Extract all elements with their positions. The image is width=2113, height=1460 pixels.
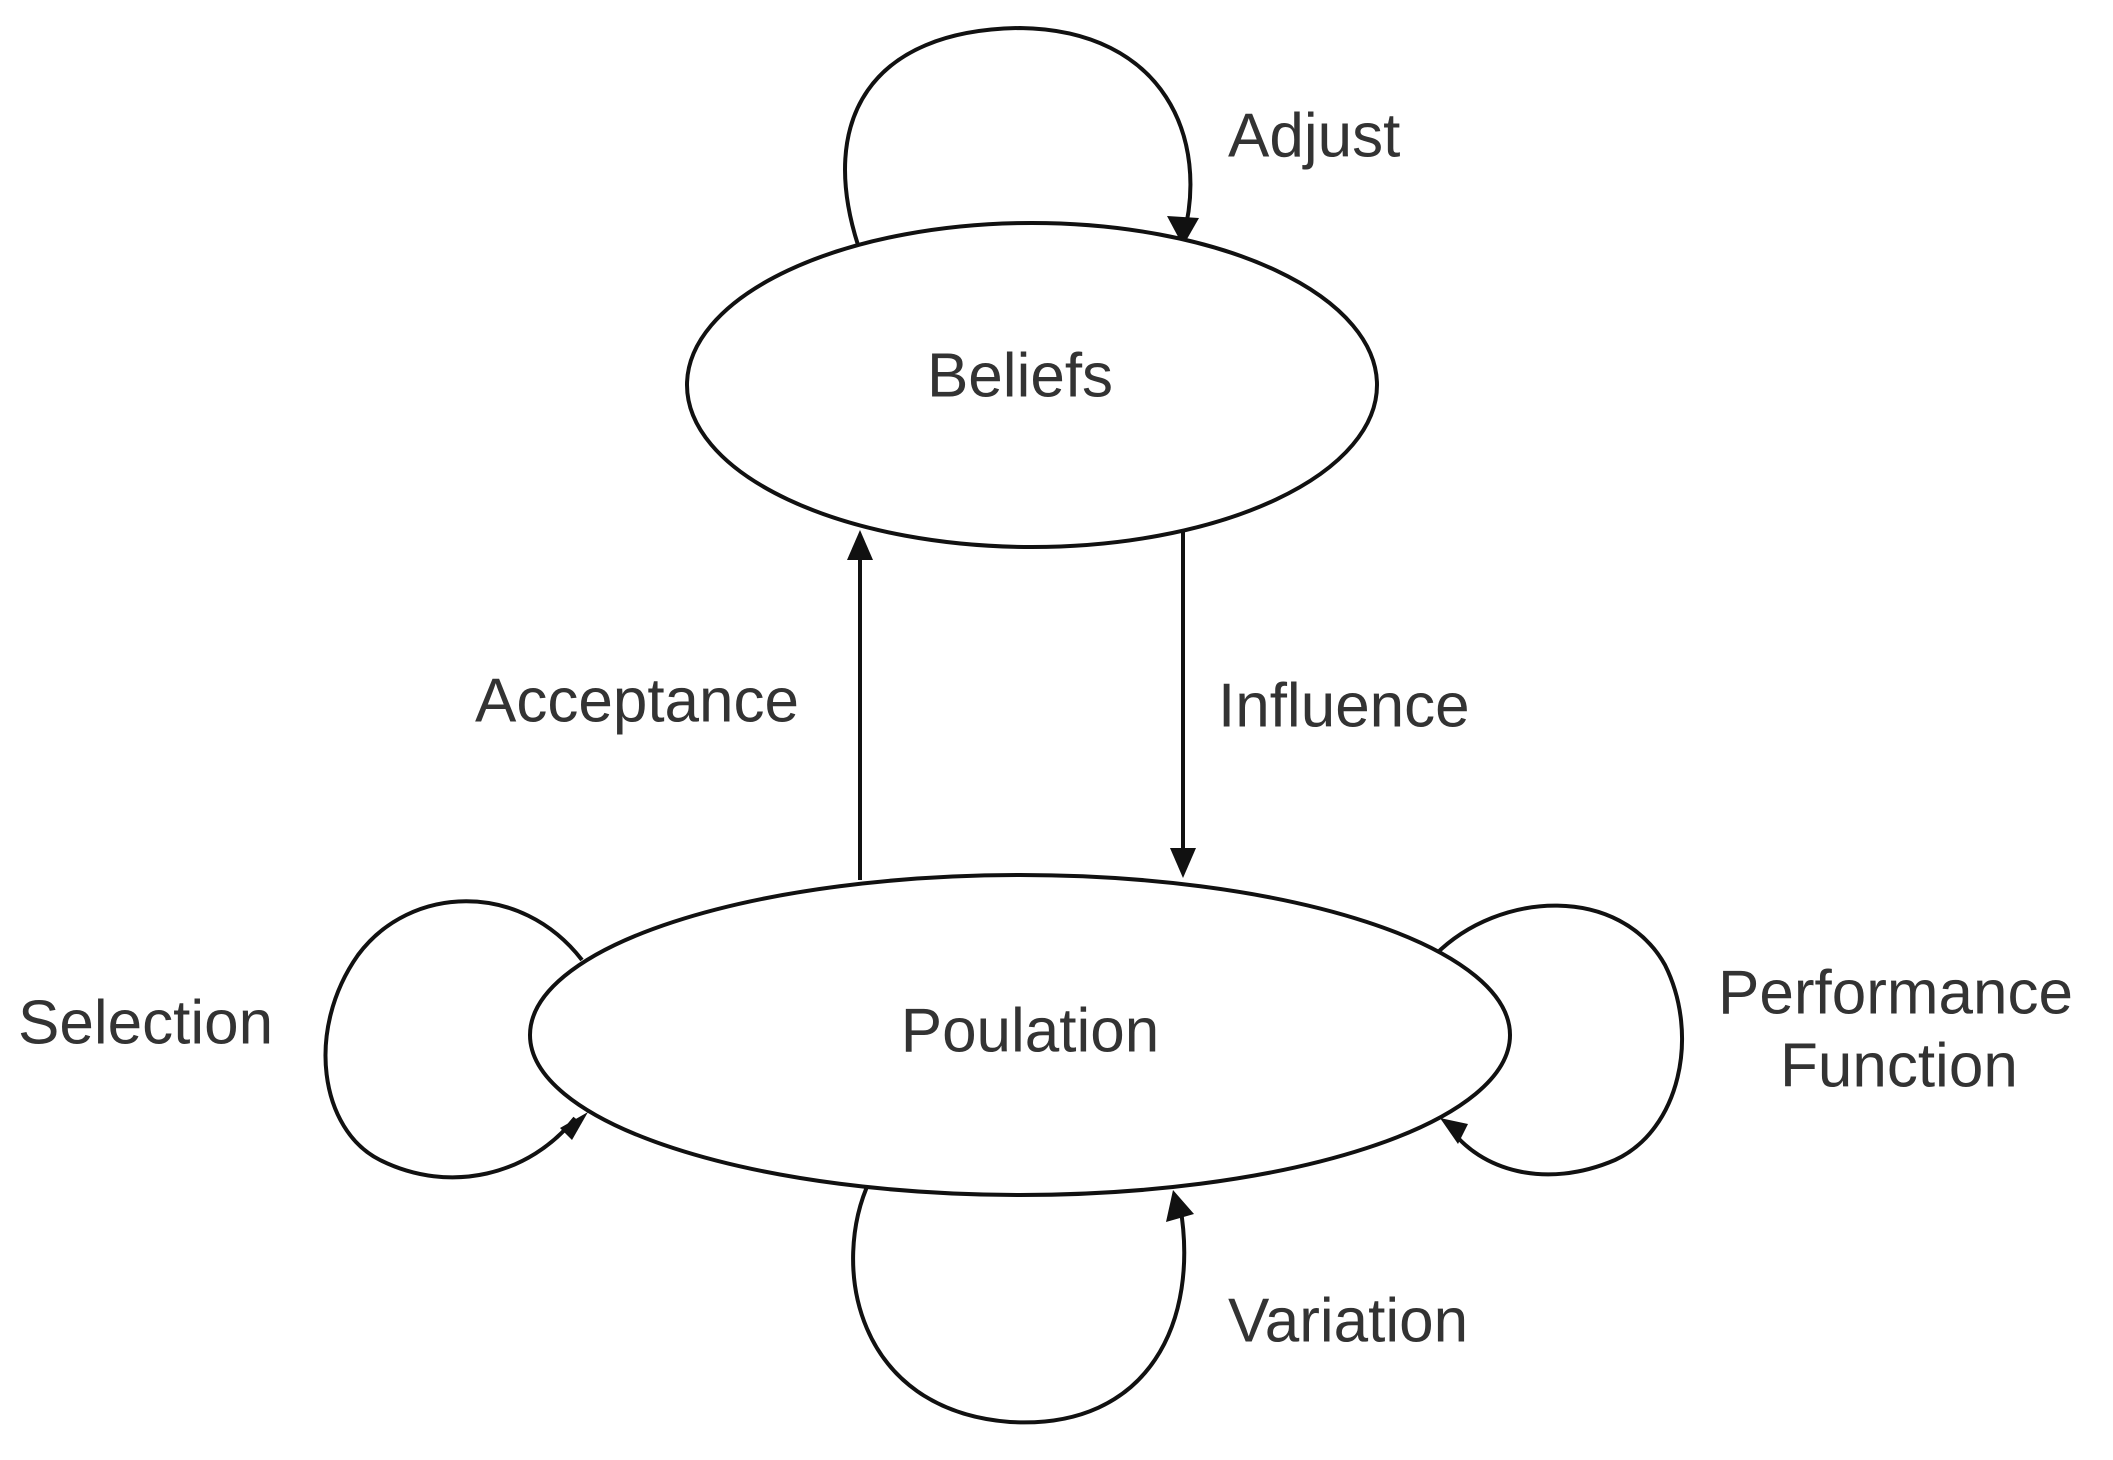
variation-loop-path [851,1179,1187,1425]
variation-loop [851,1179,1194,1425]
selection-loop-path [323,899,584,1180]
performance-function-arrowhead [1440,1118,1468,1144]
selection-label: Selection [18,988,273,1057]
beliefs-ellipse [685,221,1379,549]
influence-label: Influence [1218,671,1470,740]
influence-arrowhead [1170,848,1196,878]
performance-function-loop-path [1433,903,1685,1177]
adjust-label: Adjust [1228,101,1400,170]
acceptance-edge [847,530,873,880]
selection-arrowhead [560,1112,588,1140]
population-ellipse [528,873,1512,1197]
population-node: Poulation [528,873,1512,1197]
acceptance-arrowhead [847,530,873,560]
adjust-loop [843,25,1199,246]
beliefs-label: Beliefs [927,341,1113,410]
selection-loop [323,899,588,1180]
influence-edge [1170,530,1196,878]
acceptance-label: Acceptance [475,666,799,735]
variation-arrowhead [1166,1190,1194,1222]
population-label: Poulation [901,996,1160,1065]
performance-function-loop [1433,903,1685,1177]
beliefs-node: Beliefs [685,221,1379,549]
adjust-loop-path [843,25,1193,246]
performance-function-label-line1: Performance [1718,958,2073,1027]
variation-label: Variation [1228,1286,1468,1355]
performance-function-label-line2: Function [1780,1031,2018,1100]
adjust-arrowhead [1167,216,1199,246]
